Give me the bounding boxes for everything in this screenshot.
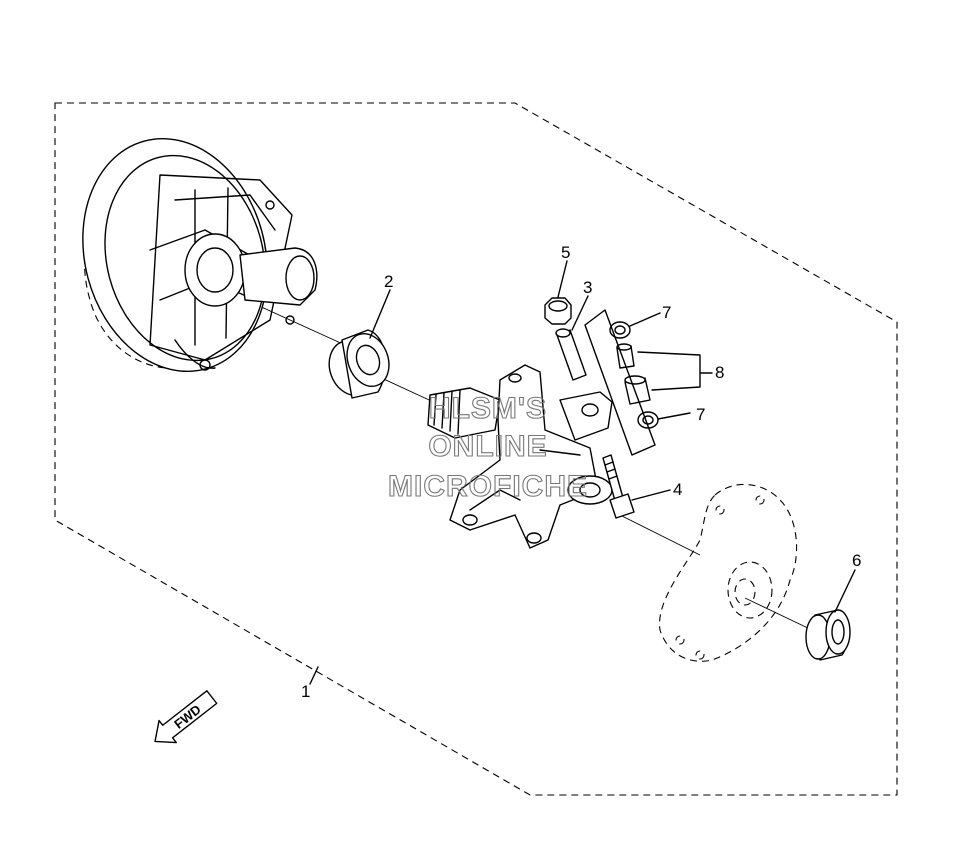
callout-7-lower: 7 bbox=[696, 405, 705, 424]
callout-7-upper: 7 bbox=[662, 303, 671, 322]
callout-1: 1 bbox=[301, 682, 310, 701]
leader-6 bbox=[834, 569, 856, 613]
leader-1 bbox=[309, 666, 319, 685]
leader-7a bbox=[629, 312, 661, 327]
spider-hub-assembly bbox=[427, 364, 613, 549]
watermark-line-1: HLSM'S bbox=[429, 392, 547, 425]
part-2-bearing bbox=[328, 329, 390, 399]
leader-7b bbox=[657, 412, 691, 420]
part-3-pin bbox=[555, 328, 587, 381]
watermark-line-3: MICROFICHE bbox=[388, 470, 588, 503]
part-7-washer-upper bbox=[609, 321, 631, 339]
leader-5 bbox=[557, 260, 568, 298]
callout-2: 2 bbox=[384, 272, 393, 291]
leader-8 bbox=[637, 351, 713, 391]
primary-sheave bbox=[82, 137, 318, 373]
part-4-bolt bbox=[602, 454, 635, 519]
leader-3 bbox=[571, 295, 589, 331]
assembly-boundary bbox=[54, 102, 898, 796]
part-6-bushing bbox=[805, 609, 851, 661]
callout-4: 4 bbox=[673, 480, 682, 499]
axis-line-right bbox=[619, 514, 701, 556]
part-5-nut bbox=[544, 297, 572, 325]
group-bracket bbox=[584, 309, 656, 456]
watermark: HLSM'S ONLINE MICROFICHE bbox=[387, 391, 588, 503]
callout-8: 8 bbox=[715, 363, 724, 382]
fwd-arrow-icon: FWD bbox=[154, 690, 218, 744]
leader-2 bbox=[369, 289, 391, 339]
callout-5: 5 bbox=[561, 243, 570, 262]
axis-line-bearing bbox=[744, 597, 813, 631]
sheave-cover bbox=[659, 483, 798, 662]
callout-3: 3 bbox=[583, 278, 592, 297]
leader-4 bbox=[631, 489, 671, 501]
part-8-bushings bbox=[616, 343, 651, 405]
callout-6: 6 bbox=[852, 551, 861, 570]
watermark-line-2: ONLINE bbox=[428, 430, 547, 463]
